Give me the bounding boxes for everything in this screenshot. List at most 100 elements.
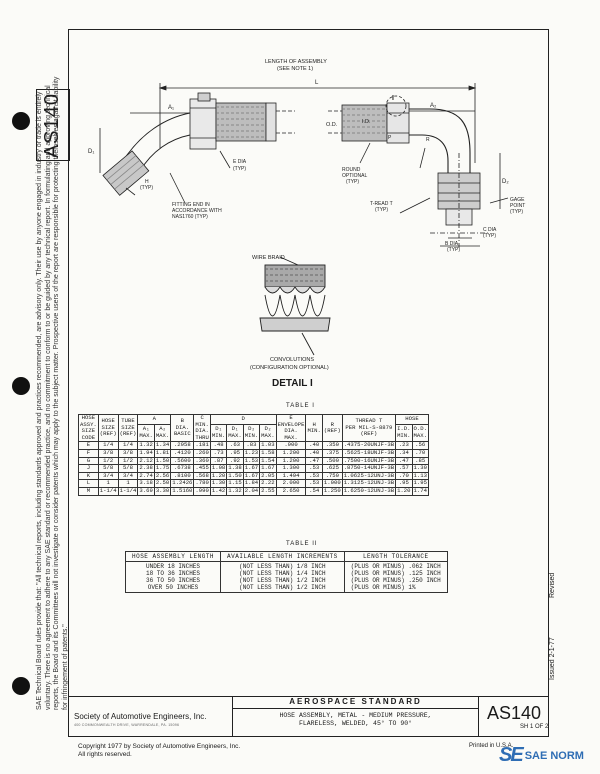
- table-cell: 1.23: [242, 448, 261, 458]
- h-typ: (TYP): [140, 185, 153, 191]
- table-cell: 1.200: [275, 448, 307, 458]
- t1-hdr-hose-asm: HOSE ASSY. SIZE CODE: [78, 413, 99, 443]
- t2-tolerance-values: (PLUS OR MINUS) .062 INCH (PLUS OR MINUS…: [343, 561, 448, 593]
- table-cell: 1.6250-12UNJ-3B: [341, 486, 397, 496]
- round-note-3: (TYP): [346, 179, 359, 185]
- t2-increment-values: (NOT LESS THAN) 1/8 INCH (NOT LESS THAN)…: [220, 561, 345, 593]
- table-cell: 1.58: [259, 448, 277, 458]
- round-note-1: ROUND: [342, 167, 361, 173]
- thread-label: T-READ T: [370, 201, 393, 207]
- fitting-note-2: ACCORDANCE WITH: [172, 208, 222, 214]
- copyright-line-1: Copyright 1977 by Society of Automotive …: [78, 743, 241, 750]
- fitting-note-1: FITTING END IN: [172, 202, 210, 208]
- hose-assembly-drawing: LENGTH OF ASSEMBLY (SEE NOTE 1) L A₁ A₂ …: [88, 59, 525, 371]
- table-cell: 1.42: [209, 486, 228, 496]
- c-dia-label: C DIA: [483, 227, 497, 233]
- title-line-1: HOSE ASSEMBLY, METAL - MEDIUM PRESSURE,: [279, 712, 432, 719]
- dim-a2-label: A₂: [430, 103, 437, 109]
- table-2-caption: TABLE II: [286, 541, 318, 547]
- t1-hdr-hose-size: HOSE SIZE (REF): [97, 413, 119, 443]
- dim-l-label: L: [315, 80, 319, 86]
- t1-hdr-id: I.D. MIN.: [395, 423, 413, 443]
- table-cell: .73: [209, 448, 228, 458]
- h-label: H: [145, 179, 149, 185]
- id-label: I.D.: [362, 119, 371, 125]
- table-cell: 1.5160: [170, 486, 195, 496]
- table-cell: 2.55: [259, 486, 277, 496]
- printed-in: Printed in U.S.A.: [469, 743, 514, 749]
- table-cell: 3.30: [153, 486, 172, 496]
- table-cell: 1.81: [153, 448, 172, 458]
- title-block: Society of Automotive Engineers, Inc. 40…: [68, 696, 549, 737]
- t1-hdr-a: A: [137, 414, 172, 425]
- society-name: Society of Automotive Engineers, Inc.: [74, 712, 207, 721]
- t2-hdr-tolerance: LENGTH TOLERANCE: [343, 551, 448, 562]
- table-cell: 1.94: [137, 448, 155, 458]
- detail-i-title: DETAIL I: [272, 378, 313, 389]
- table-cell: F: [78, 448, 99, 458]
- gage-point-1: GAGE: [510, 197, 525, 203]
- r-label: R: [426, 137, 430, 143]
- dim-d2-label: D₂: [502, 179, 509, 185]
- table-cell: .70: [411, 448, 429, 458]
- e-dia-label: E DIA: [233, 159, 247, 165]
- table-cell: 3.69: [137, 486, 155, 496]
- p-label: P: [388, 135, 392, 141]
- table-cell: .990: [193, 486, 211, 496]
- t1-hdr-d1min: D₁ MIN.: [209, 423, 228, 443]
- title-line-2: FLARELESS, WELDED, 45° TO 90°: [298, 720, 413, 727]
- society-cell: Society of Automotive Engineers, Inc. 40…: [68, 697, 233, 736]
- table-2: HOSE ASSEMBLY LENGTH AVAILABLE LENGTH IN…: [124, 551, 448, 593]
- wire-braid-label: WIRE BRAID: [252, 255, 285, 261]
- table-cell: .260: [193, 448, 211, 458]
- b-dia-label: B DIA: [445, 241, 459, 247]
- table-cell: 3/8: [97, 448, 119, 458]
- configuration-label: (CONFIGURATION OPTIONAL): [250, 365, 329, 371]
- drawing-frame: [68, 29, 549, 737]
- sae-disclaimer-vertical: SAE Technical Board rules provide that: …: [36, 76, 69, 710]
- aerospace-standard-label: AEROSPACE STANDARD: [233, 697, 478, 709]
- t1-hdr-od: O.D. MAX.: [411, 423, 429, 443]
- copyright-notice: Copyright 1977 by Society of Automotive …: [78, 743, 240, 759]
- table-cell: 1.32: [226, 486, 244, 496]
- length-label: LENGTH OF ASSEMBLY: [265, 59, 327, 65]
- copyright-line-2: All rights reserved.: [78, 751, 132, 758]
- t1-hdr-d1max: D₁ MAX.: [226, 423, 244, 443]
- detail-i-figure: [259, 256, 331, 356]
- document-number-tab: AS140: [36, 89, 70, 161]
- table-cell: .54: [305, 486, 323, 496]
- sae-norm-watermark: SE SAE NORM: [499, 744, 584, 767]
- issued-label: Issued 2-1-77: [549, 637, 556, 680]
- t1-hdr-e: E ENVELOPE DIA. MAX.: [275, 413, 307, 443]
- table-cell: M: [78, 486, 99, 496]
- t1-hdr-hose: HOSE: [395, 414, 429, 425]
- punch-hole-bottom: [12, 677, 30, 695]
- table-cell: .5625-18UNJF-3B: [341, 448, 397, 458]
- table-cell: 2.650: [275, 486, 307, 496]
- t2-hdr-increments: AVAILABLE LENGTH INCREMENTS: [220, 551, 345, 562]
- punch-hole-middle: [12, 377, 30, 395]
- table-cell: 1.250: [321, 486, 343, 496]
- t2-length-values: UNDER 18 INCHES 18 TO 36 INCHES 36 TO 50…: [124, 561, 222, 593]
- convolutions-label: CONVOLUTIONS: [270, 357, 314, 363]
- t1-hdr-c: C MIN. DIA. THRU: [193, 413, 211, 443]
- table-cell: .34: [395, 448, 413, 458]
- dim-a1-label: A₁: [168, 105, 174, 111]
- sheet-number: SH 1 OF 2: [520, 724, 549, 730]
- t1-hdr-h: H MIN.: [305, 413, 323, 443]
- table-cell: 1.20: [395, 486, 413, 496]
- table-1-caption: TABLE I: [286, 403, 315, 409]
- document-number: AS140: [487, 703, 542, 723]
- t1-hdr-d2min: D₂ MIN.: [242, 423, 261, 443]
- round-note-2: OPTIONAL: [342, 173, 368, 179]
- standard-title-cell: AEROSPACE STANDARD HOSE ASSEMBLY, METAL …: [233, 697, 478, 736]
- watermark-text: SAE NORM: [524, 749, 584, 762]
- thread-typ: (TYP): [375, 207, 388, 213]
- revised-label: Revised: [549, 572, 556, 598]
- od-label: O.D.: [326, 122, 338, 128]
